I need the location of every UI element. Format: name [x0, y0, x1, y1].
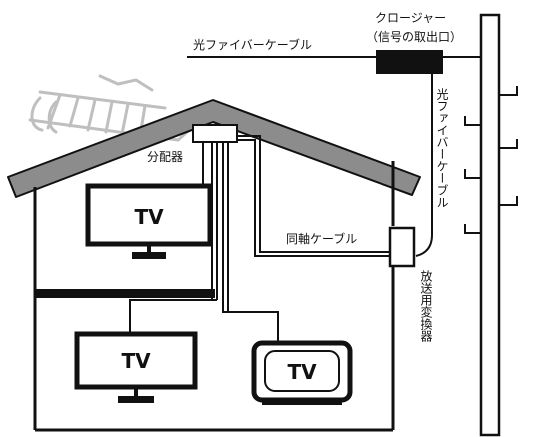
tv-label-1: TV — [134, 205, 164, 229]
tv-label-2: TV — [121, 349, 151, 373]
tv-set-1 — [85, 183, 213, 259]
converter-label: 放送用変換器 — [419, 269, 433, 343]
splitter-box — [192, 124, 238, 143]
coax-cable-label: 同軸ケーブル — [286, 231, 357, 246]
closure-box — [376, 50, 443, 74]
closure-label-line2: （信号の取出口） — [366, 30, 462, 44]
tv-set-2 — [74, 331, 198, 403]
fiber-cable-vertical-label: 光ファイバーケーブル — [435, 88, 449, 208]
fiber-drop-cable — [415, 74, 433, 257]
tv-label-3: TV — [287, 360, 317, 384]
tv-set-3 — [251, 340, 353, 405]
coax-wiring — [129, 135, 390, 345]
splitter-label: 分配器 — [147, 150, 183, 164]
floor-slab — [35, 289, 215, 298]
house-walls — [33, 161, 395, 432]
closure-label-line1: クロージャー — [375, 11, 446, 25]
utility-pole — [464, 13, 518, 437]
converter-box — [388, 226, 416, 268]
roof — [7, 99, 421, 198]
fiber-cable-label: 光ファイバーケーブル — [193, 37, 312, 52]
